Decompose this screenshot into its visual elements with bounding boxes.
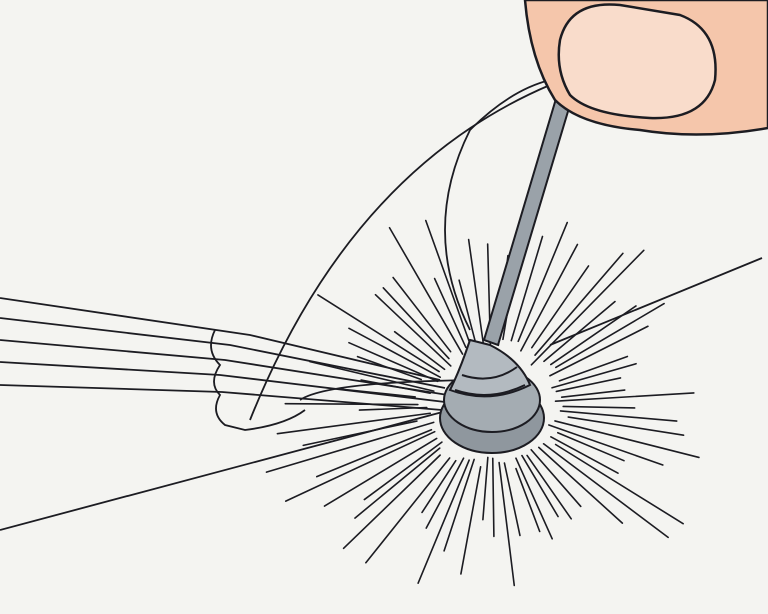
radiating-line xyxy=(276,412,432,435)
radiating-line xyxy=(549,325,649,377)
radiating-line xyxy=(556,431,625,462)
radiating-line xyxy=(460,466,482,575)
string xyxy=(0,297,441,381)
radiating-line xyxy=(554,392,695,402)
radiating-line xyxy=(562,405,636,409)
radiating-line xyxy=(425,457,465,529)
string xyxy=(0,409,451,531)
radiating-line xyxy=(417,459,470,584)
radiating-line xyxy=(534,252,624,356)
radiating-line xyxy=(555,377,622,393)
radiating-line xyxy=(354,447,441,519)
radiating-line xyxy=(309,360,435,392)
radiating-line xyxy=(284,430,436,502)
radiating-line xyxy=(560,389,626,398)
radiating-line xyxy=(530,448,582,508)
radiating-line xyxy=(526,454,573,520)
radiating-line xyxy=(433,277,467,349)
radiating-line xyxy=(348,341,439,383)
radiating-line xyxy=(315,428,433,478)
radiating-line xyxy=(443,458,475,552)
radiating-line xyxy=(542,442,669,539)
radiating-line xyxy=(554,420,700,459)
metal-coil xyxy=(439,338,545,454)
frayed-end xyxy=(210,329,306,431)
strings-left xyxy=(0,79,763,531)
radiating-line xyxy=(365,457,451,564)
radiating-line xyxy=(554,443,684,525)
radiating-line xyxy=(498,461,516,587)
radiating-line xyxy=(559,410,678,422)
string xyxy=(549,257,763,346)
radiating-line xyxy=(520,243,579,352)
radiating-line xyxy=(265,421,435,473)
radiating-line xyxy=(392,276,452,353)
radiating-line xyxy=(515,457,553,540)
radiating-line xyxy=(551,362,637,389)
radiating-line xyxy=(382,286,450,360)
radiating-line xyxy=(482,456,489,521)
radiating-line xyxy=(548,424,664,466)
radiating-line xyxy=(491,457,495,538)
finger xyxy=(523,0,768,136)
string xyxy=(0,384,443,411)
radiating-line xyxy=(342,454,441,550)
radiating-line xyxy=(323,437,438,507)
radiating-line xyxy=(284,402,419,406)
radiating-line xyxy=(388,226,464,355)
radiating-line xyxy=(374,293,452,367)
radiating-line xyxy=(363,441,443,501)
radiating-line xyxy=(537,446,624,524)
string xyxy=(0,317,446,389)
radiating-line xyxy=(510,235,544,342)
radiating-line xyxy=(317,294,440,373)
radiating-line xyxy=(503,462,521,537)
radiating-lines xyxy=(265,219,700,587)
radiating-line xyxy=(558,355,629,382)
thread-loop xyxy=(444,79,551,331)
radiating-line xyxy=(543,300,616,363)
radiating-line xyxy=(567,416,685,437)
radiating-line xyxy=(517,221,569,343)
radiating-line xyxy=(467,238,486,355)
radiating-line xyxy=(555,302,665,369)
radiating-line xyxy=(521,454,559,518)
thread-loop xyxy=(249,84,551,421)
radiating-line xyxy=(550,436,619,474)
radiating-line xyxy=(530,265,590,349)
string xyxy=(0,361,446,403)
radiating-line xyxy=(424,219,475,356)
radiating-line xyxy=(515,467,541,533)
radiating-line xyxy=(530,249,645,366)
radiating-line xyxy=(421,459,457,514)
radiating-line xyxy=(393,330,446,371)
radiating-line xyxy=(348,327,441,378)
